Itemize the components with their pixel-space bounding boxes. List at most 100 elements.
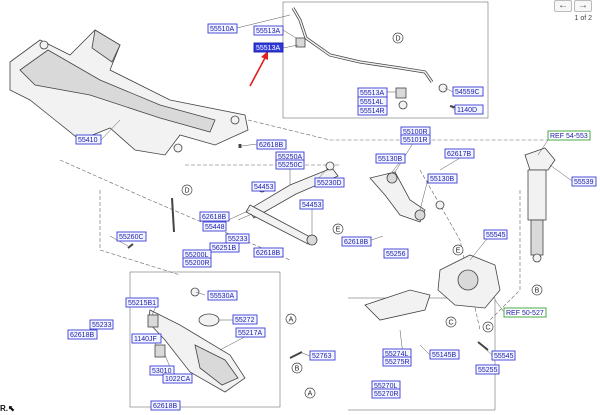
highlight-arrow bbox=[249, 51, 268, 87]
part-label[interactable]: 1140JF bbox=[131, 333, 162, 344]
svg-text:55530A: 55530A bbox=[210, 293, 234, 300]
svg-text:62618B: 62618B bbox=[344, 239, 368, 246]
part-label[interactable]: 55250C bbox=[275, 159, 305, 170]
prev-page-button[interactable]: ← bbox=[554, 0, 572, 12]
part-label[interactable]: 55270R bbox=[371, 388, 401, 399]
svg-text:55539: 55539 bbox=[574, 179, 594, 186]
svg-text:62618B: 62618B bbox=[153, 403, 177, 410]
callout-a-top: A bbox=[289, 317, 294, 324]
part-label[interactable]: 55217A bbox=[235, 327, 266, 338]
part-label[interactable]: 55256 bbox=[383, 248, 409, 259]
svg-text:55514L: 55514L bbox=[360, 99, 383, 106]
svg-text:55233: 55233 bbox=[92, 322, 112, 329]
svg-text:55256: 55256 bbox=[386, 251, 406, 258]
svg-text:1140JF: 1140JF bbox=[134, 336, 157, 343]
part-label[interactable]: 56251B bbox=[209, 242, 240, 253]
svg-text:55513A: 55513A bbox=[360, 90, 384, 97]
callout-b-right: B bbox=[535, 288, 540, 295]
part-label[interactable]: 55255 bbox=[475, 364, 500, 375]
part-label[interactable]: 55130B bbox=[427, 173, 458, 184]
part-label[interactable]: 52763 bbox=[309, 350, 336, 361]
subframe-crossmember bbox=[9, 29, 249, 156]
part-label[interactable]: 55200R bbox=[182, 257, 212, 268]
part-label[interactable]: 55448 bbox=[202, 221, 227, 232]
part-label[interactable]: 1140D bbox=[454, 104, 484, 115]
part-label[interactable]: 54559C bbox=[452, 86, 484, 97]
svg-text:55200R: 55200R bbox=[185, 260, 210, 267]
svg-text:55101R: 55101R bbox=[403, 137, 428, 144]
callout-a-low: A bbox=[308, 391, 313, 398]
part-label[interactable]: 55514L bbox=[357, 96, 388, 107]
part-label[interactable]: 55510A bbox=[207, 23, 238, 34]
svg-text:55233: 55233 bbox=[228, 236, 248, 243]
part-label[interactable]: 55539 bbox=[571, 176, 597, 187]
part-label[interactable]: 55233 bbox=[225, 233, 250, 244]
part-label[interactable]: 55215B1 bbox=[125, 297, 159, 308]
part-label[interactable]: 55233 bbox=[89, 319, 114, 330]
svg-text:55145B: 55145B bbox=[432, 352, 456, 359]
svg-text:54453: 54453 bbox=[254, 184, 274, 191]
part-label[interactable]: 55260C bbox=[116, 231, 147, 242]
svg-text:1140D: 1140D bbox=[457, 107, 477, 114]
stabilizer-frame bbox=[282, 1, 489, 119]
part-label[interactable]: 55545 bbox=[483, 229, 508, 240]
svg-text:55217A: 55217A bbox=[238, 330, 262, 337]
part-label[interactable]: 55513A bbox=[357, 87, 388, 98]
carrier-knuckle bbox=[364, 254, 501, 321]
part-labels: 55510A 55513A 55513A 55513A 55514L 55514… bbox=[67, 23, 597, 411]
part-label[interactable]: 62618B bbox=[341, 236, 372, 247]
svg-text:53010: 53010 bbox=[152, 368, 172, 375]
arrow-right-icon: → bbox=[578, 0, 588, 11]
part-label[interactable]: 62618B bbox=[67, 329, 98, 340]
part-label[interactable]: 55410 bbox=[75, 134, 102, 145]
part-label[interactable]: 55101R bbox=[400, 134, 431, 145]
svg-text:55215B1: 55215B1 bbox=[128, 300, 156, 307]
part-label[interactable]: 55275R bbox=[382, 356, 412, 367]
part-label[interactable]: 55530A bbox=[207, 290, 238, 301]
svg-text:55130B: 55130B bbox=[378, 156, 402, 163]
svg-text:55100R: 55100R bbox=[403, 129, 428, 136]
reference-label[interactable]: REF 50-527 bbox=[503, 307, 547, 318]
part-label[interactable]: 53010 bbox=[149, 365, 175, 376]
lower-control-arm bbox=[147, 287, 246, 393]
callout-b-low: B bbox=[295, 366, 300, 373]
svg-text:1022CA: 1022CA bbox=[165, 376, 191, 383]
svg-text:55270R: 55270R bbox=[374, 391, 399, 398]
carrier-frame bbox=[348, 297, 496, 411]
part-label[interactable]: 55130B bbox=[375, 153, 406, 164]
part-label[interactable]: 54453 bbox=[251, 181, 276, 192]
callout-c-mid: C bbox=[448, 320, 453, 327]
leader-lines bbox=[100, 14, 573, 373]
part-label[interactable]: 1022CA bbox=[162, 373, 193, 384]
part-label[interactable]: 62617B bbox=[444, 148, 475, 159]
part-label[interactable]: 55145B bbox=[429, 349, 460, 360]
part-label[interactable]: 55513A bbox=[253, 25, 284, 36]
svg-text:62617B: 62617B bbox=[447, 151, 471, 158]
part-label[interactable]: 62618B bbox=[199, 211, 230, 222]
svg-text:62618B: 62618B bbox=[259, 142, 283, 149]
svg-text:55545: 55545 bbox=[486, 232, 506, 239]
part-label[interactable]: 62618B bbox=[253, 247, 284, 258]
svg-text:55545: 55545 bbox=[494, 353, 514, 360]
part-label[interactable]: 54453 bbox=[299, 199, 324, 210]
shock-absorber bbox=[524, 147, 556, 263]
svg-text:52763: 52763 bbox=[312, 353, 332, 360]
part-label[interactable]: 62618B bbox=[150, 400, 181, 411]
svg-text:55230D: 55230D bbox=[317, 180, 342, 187]
svg-text:55200L: 55200L bbox=[185, 252, 208, 259]
callout-d-left: D bbox=[184, 188, 189, 195]
svg-text:56251B: 56251B bbox=[212, 245, 236, 252]
part-label[interactable]: 62618B bbox=[256, 139, 287, 150]
svg-text:REF 50-527: REF 50-527 bbox=[506, 310, 544, 317]
part-label[interactable]: 55272 bbox=[232, 314, 258, 325]
part-label[interactable]: 55230D bbox=[314, 177, 345, 188]
next-page-button[interactable]: → bbox=[574, 0, 592, 12]
reference-label[interactable]: REF 54-553 bbox=[547, 130, 591, 141]
part-label-highlighted[interactable]: 55513A bbox=[253, 42, 284, 53]
arrow-left-icon: ← bbox=[558, 0, 568, 11]
callout-d-top: D bbox=[395, 36, 400, 43]
part-label[interactable]: 55514R bbox=[357, 105, 388, 116]
bolts bbox=[127, 105, 489, 359]
part-label[interactable]: 55545 bbox=[491, 350, 516, 361]
